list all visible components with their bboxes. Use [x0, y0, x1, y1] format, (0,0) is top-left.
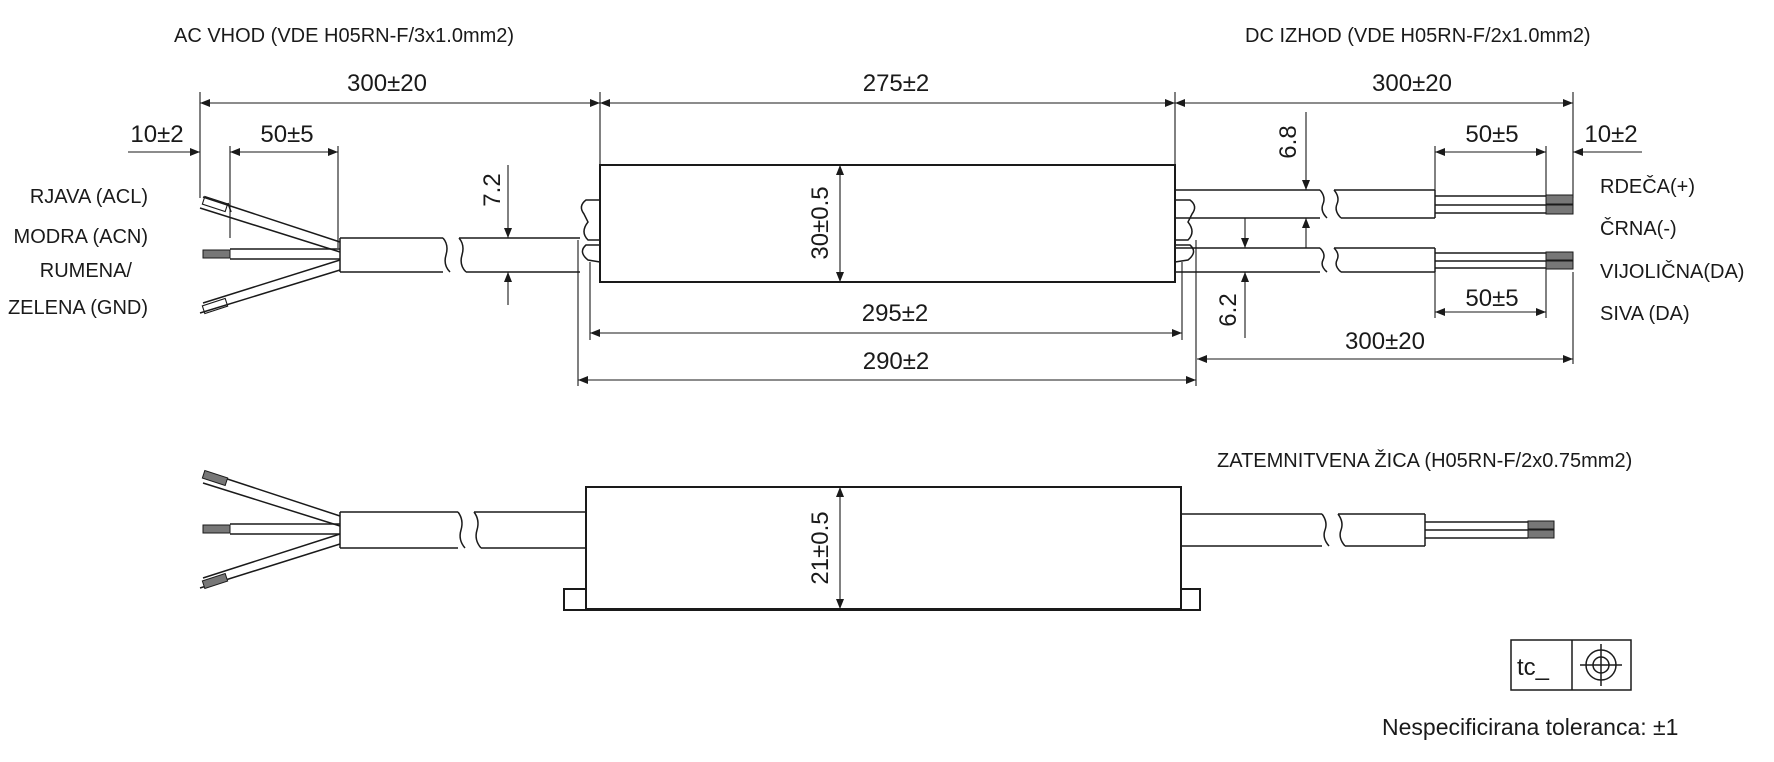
ac-wires-top: [199, 195, 580, 315]
ac-wire-brown: RJAVA (ACL): [30, 186, 148, 208]
ac-wires-side: [199, 469, 586, 590]
dim-dc-jacket-bottom: 50±5: [1465, 285, 1518, 312]
dc-wire-violet: VIJOLIČNA(DA): [1600, 260, 1744, 283]
top-view: AC VHOD (VDE H05RN-F/3x1.0mm2) DC IZHOD …: [8, 25, 1744, 386]
dim-cable-dia-right-bottom: 6.2: [1215, 293, 1242, 326]
dim-dc-jacket-top: 50±5: [1465, 121, 1518, 148]
overall-dimensions: 295±2 290±2: [577, 240, 1197, 386]
dc-output-title: DC IZHOD (VDE H05RN-F/2x1.0mm2): [1245, 25, 1591, 47]
dc-cables-top: [1175, 189, 1574, 273]
dc-cable-side: [1181, 513, 1555, 547]
dc-wire-red: RDEČA(+): [1600, 175, 1695, 198]
dim-ac-cable-length: 300±20: [347, 70, 427, 97]
ac-wire-green: ZELENA (GND): [8, 297, 148, 319]
dim-ac-strip: 10±2: [130, 121, 183, 148]
dc-wire-labels: RDEČA(+) ČRNA(-) VIJOLIČNA(DA) SIVA (DA): [1600, 175, 1744, 325]
driver-body-side: 21±0.5: [563, 486, 1201, 611]
dim-body-height: 21±0.5: [807, 511, 834, 584]
ac-cable-diameter-dim: 7.2: [479, 165, 512, 305]
dim-body-width: 30±0.5: [807, 186, 834, 259]
dc-wire-grey: SIVA (DA): [1600, 303, 1690, 325]
dim-mount-length: 295±2: [862, 300, 929, 327]
dc-wire-black: ČRNA(-): [1600, 217, 1677, 240]
dim-ac-jacket: 50±5: [260, 121, 313, 148]
tc-point-crosshair-icon: [1580, 644, 1622, 686]
dim-cable-dia-left: 7.2: [479, 173, 506, 206]
ac-wire-labels: RJAVA (ACL) MODRA (ACN) RUMENA/ ZELENA (…: [8, 186, 148, 319]
driver-body-top: 30±0.5: [580, 164, 1196, 283]
ac-wire-blue: MODRA (ACN): [14, 226, 148, 248]
tolerance-note: Nespecificirana toleranca: ±1: [1382, 714, 1678, 740]
top-dimension-row: 300±20 275±2 300±20: [199, 70, 1574, 198]
dimming-wire-title: ZATEMNITVENA ŽICA (H05RN-F/2x0.75mm2): [1217, 449, 1632, 472]
tc-legend-box: tc_: [1510, 639, 1632, 691]
dim-dc-strip: 10±2: [1584, 121, 1637, 148]
dim-cable-dia-right-top: 6.8: [1275, 125, 1302, 158]
dim-dc-cable-length: 300±20: [1372, 70, 1452, 97]
dim-dimming-cable-length: 300±20: [1345, 328, 1425, 355]
ac-strip-dimensions: 10±2 50±5: [128, 121, 339, 248]
dim-body-length: 275±2: [863, 70, 930, 97]
side-view: ZATEMNITVENA ŽICA (H05RN-F/2x0.75mm2) 21…: [199, 449, 1632, 611]
ac-wire-yellow: RUMENA/: [40, 260, 133, 282]
dim-overall-length: 290±2: [863, 348, 930, 375]
tc-label: tc_: [1517, 654, 1550, 681]
dc-cable-diameter-dims: 6.8 6.2: [1215, 112, 1310, 338]
ac-input-title: AC VHOD (VDE H05RN-F/3x1.0mm2): [174, 25, 514, 47]
dc-strip-dimensions: 50±5 10±2 50±5 300±20: [1197, 121, 1642, 364]
